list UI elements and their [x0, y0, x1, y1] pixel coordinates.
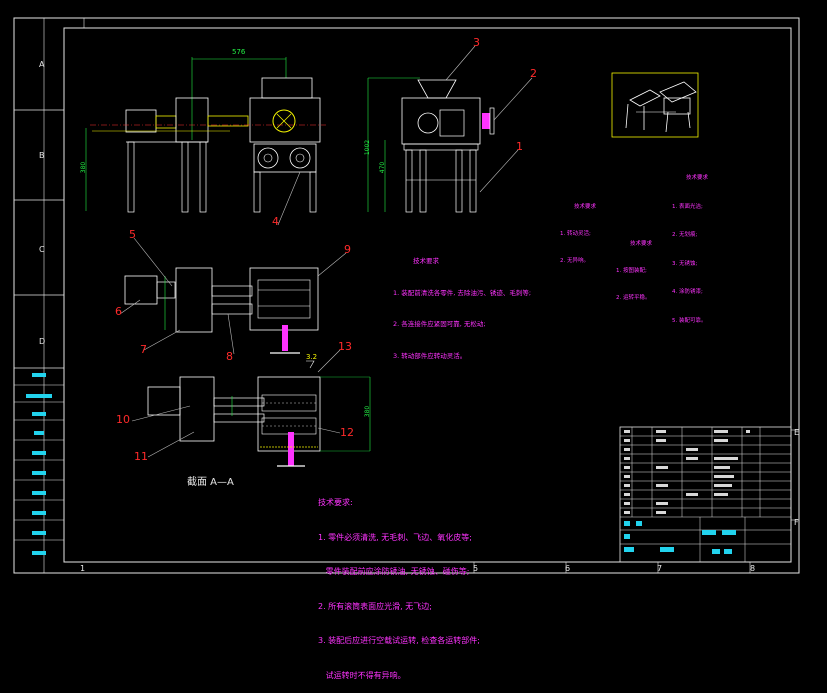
callout-8: 8	[226, 350, 233, 363]
outer-frame	[13, 17, 800, 574]
top-view	[124, 267, 319, 354]
center-notes-line: 2. 各连接件应紧固可靠, 无松动;	[393, 320, 486, 328]
callout-4: 4	[272, 215, 279, 228]
zone-label-a: A	[39, 60, 45, 69]
center-notes: 技术要求 1. 装配前清洗各零件, 去除油污、锈迹、毛刺等; 2. 各连接件应紧…	[393, 235, 531, 372]
zone-label-f: F	[794, 518, 799, 527]
callout-6: 6	[115, 305, 122, 318]
bottom-notes: 技术要求: 1. 零件必须清洗, 无毛刺、飞边、氧化皮等; 零件装配前应涂防锈油…	[318, 474, 480, 693]
center-notes-line: 3. 转动部件应转动灵活。	[393, 351, 467, 360]
callout-10: 10	[116, 413, 130, 426]
center-notes-line: 1. 装配前清洗各零件, 去除油污、锈迹、毛刺等;	[393, 288, 532, 297]
zone-label-e: E	[794, 428, 800, 437]
bottom-notes-line: 3. 装配后应进行空载试运转, 检查各运转部件;	[318, 636, 480, 645]
callout-11: 11	[134, 450, 148, 463]
zone-label-1: 1	[80, 564, 86, 573]
right-notes-2-line: 1. 表面光洁;	[672, 203, 703, 210]
dimension-1002: 1002	[364, 139, 372, 156]
dimension-lower-right: 380	[364, 405, 372, 418]
callout-1: 1	[516, 140, 523, 153]
right-notes-3-line: 2. 运转平稳。	[616, 295, 651, 301]
roughness-mark: 3.2	[306, 353, 318, 361]
isometric-thumbnail	[611, 72, 699, 138]
callout-9: 9	[344, 243, 351, 256]
right-notes-2-line: 2. 无划痕;	[672, 232, 698, 238]
bottom-notes-line: 试运转时不得有异响。	[318, 670, 406, 680]
callout-13: 13	[338, 340, 352, 353]
callout-leaders	[119, 45, 533, 458]
section-view	[147, 360, 371, 467]
dimension-left-height: 380	[80, 161, 88, 174]
callout-1-top: 3	[473, 36, 480, 49]
front-view	[85, 57, 326, 213]
title-block	[619, 426, 792, 563]
right-notes-2-title: 技术要求	[686, 175, 709, 181]
bottom-notes-line: 1. 零件必须清洗, 无毛刺、飞边、氧化皮等;	[318, 532, 472, 542]
bottom-notes-title: 技术要求:	[318, 498, 353, 507]
zone-label-b: B	[39, 151, 45, 160]
right-notes-1-line: 2. 无异响。	[560, 258, 589, 264]
right-notes-2-line: 4. 涂防锈漆;	[672, 289, 703, 295]
bottom-notes-line: 2. 所有滚筒表面应光滑, 无飞边;	[318, 601, 432, 611]
section-label: 截面 A—A	[187, 477, 234, 488]
cad-drawing	[13, 17, 800, 574]
zone-label-5: 5	[473, 564, 479, 573]
callout-2: 2	[530, 67, 537, 80]
side-view	[367, 77, 495, 213]
right-notes-2-line: 5. 装配可靠。	[672, 317, 707, 324]
right-notes-1-title: 技术要求	[574, 204, 597, 210]
right-notes-1: 技术要求 1. 转动灵活; 2. 无异响。	[560, 185, 596, 275]
zone-label-8: 8	[750, 564, 756, 573]
right-notes-2: 技术要求 1. 表面光洁; 2. 无划痕; 3. 无锈蚀; 4. 涂防锈漆; 5…	[672, 155, 708, 336]
right-notes-3-line: 1. 按图装配;	[616, 268, 647, 274]
zone-label-d: D	[39, 337, 46, 346]
zone-label-7: 7	[657, 564, 663, 573]
right-notes-3-title: 技术要求	[630, 241, 653, 247]
dimension-576: 576	[232, 48, 246, 56]
right-notes-3: 技术要求 1. 按图装配; 2. 运转平稳。	[616, 222, 652, 312]
left-revision-table	[14, 373, 64, 555]
callout-12: 12	[340, 426, 354, 439]
right-notes-2-line: 3. 无锈蚀;	[672, 260, 698, 267]
bottom-notes-line: 零件装配前应涂防锈油, 无锈蚀、碰伤等;	[318, 567, 470, 576]
center-notes-title: 技术要求	[413, 257, 439, 265]
callout-7: 7	[140, 343, 147, 356]
zone-label-c: C	[39, 245, 45, 254]
callout-5: 5	[129, 228, 136, 241]
zone-label-6: 6	[565, 564, 571, 573]
dimension-470: 470	[379, 161, 387, 174]
right-notes-1-line: 1. 转动灵活;	[560, 231, 591, 237]
